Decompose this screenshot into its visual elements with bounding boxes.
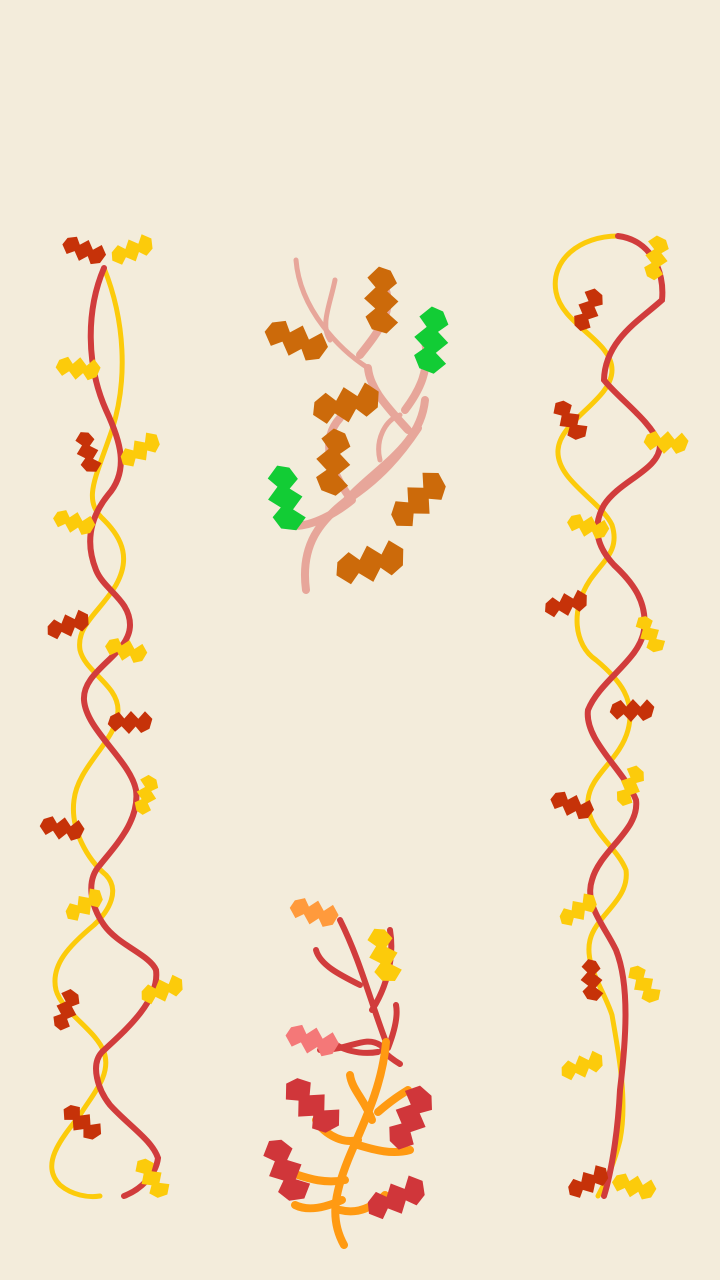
left-vine-red-strand	[81, 265, 162, 1199]
right-vine-red-strand	[584, 233, 666, 1199]
right-vine-yellow-strand	[552, 233, 633, 1199]
right-twisted-vine	[542, 233, 690, 1205]
lower-branch-red-stem	[337, 917, 389, 1045]
lower-branch-orange-stem	[331, 1038, 390, 1249]
left-twisted-vine	[37, 229, 187, 1204]
lower-branch-with-leaves	[257, 891, 443, 1249]
upper-branch-with-leaves	[259, 257, 456, 594]
